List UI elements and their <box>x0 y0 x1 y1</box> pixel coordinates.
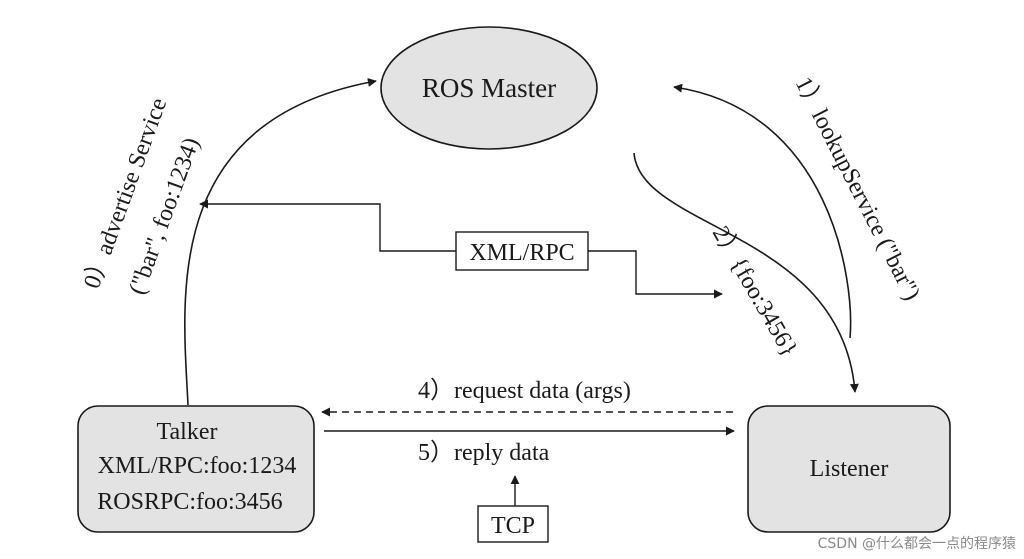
ros-master-node: ROS Master <box>380 26 598 150</box>
lookup-label: 1）lookupService ("bar") <box>790 73 925 305</box>
xmlrpc-to-reply-connector <box>588 250 723 299</box>
xmlrpc-box-label: XML/RPC <box>469 240 574 266</box>
advertise-arrow <box>184 78 377 406</box>
master-to-listener-arrow <box>633 152 859 393</box>
reply-data-label: 5）reply data <box>418 440 550 466</box>
request-data-label: 4）request data (args) <box>418 378 631 404</box>
ros-master-label: ROS Master <box>422 73 556 103</box>
talker-node: Talker XML/RPC:foo:1234 ROSRPC:foo:3456 <box>77 405 315 533</box>
xmlrpc-box: XML/RPC <box>455 231 589 271</box>
talker-rosrpc-address: ROSRPC:foo:3456 <box>97 489 282 515</box>
tcp-box-label: TCP <box>491 513 535 539</box>
talker-title: Talker <box>157 419 218 445</box>
xmlrpc-to-advertise-connector <box>199 199 456 252</box>
talker-xmlrpc-address: XML/RPC:foo:1234 <box>98 453 297 479</box>
listener-label: Listener <box>810 456 889 482</box>
lookup-arrow <box>673 83 852 339</box>
listener-node: Listener <box>747 405 951 533</box>
watermark: CSDN @什么都会一点的程序猿 <box>817 536 1016 552</box>
reply-address-label: 2）{foo:3456} <box>707 222 802 361</box>
tcp-box: TCP <box>477 505 549 543</box>
